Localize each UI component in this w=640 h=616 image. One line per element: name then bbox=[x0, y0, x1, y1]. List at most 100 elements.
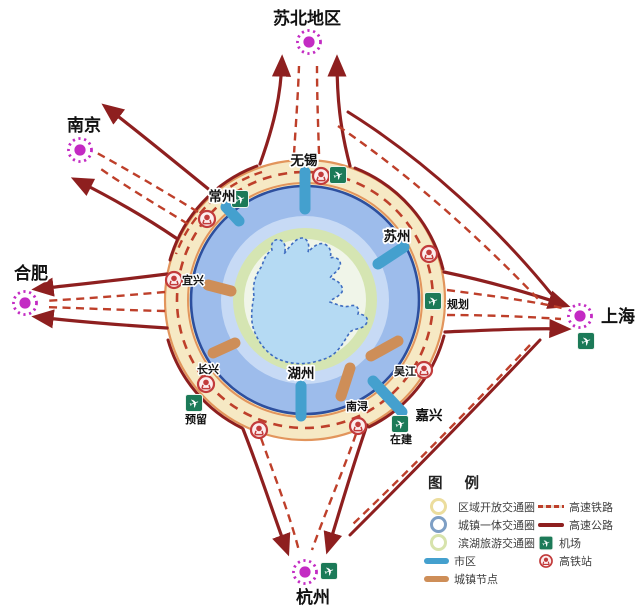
label-shanghai: 上海 bbox=[601, 306, 635, 326]
legend-item-label: 滨湖旅游交通圈 bbox=[458, 537, 535, 550]
station-icon-yixing bbox=[164, 270, 184, 290]
town-ring-swatch bbox=[430, 516, 447, 533]
town-node-bars bbox=[202, 279, 404, 402]
hub-node-shanghai bbox=[567, 303, 593, 329]
legend-item-label: 区域开放交通圈 bbox=[458, 501, 535, 514]
hsr-line-swatch bbox=[538, 505, 564, 508]
legend-item-town-ring: 城镇一体交通圈 bbox=[424, 516, 536, 533]
route-highway-arc-ne bbox=[353, 166, 445, 271]
taihu-lake bbox=[250, 237, 369, 365]
legend-item-district: 市区 bbox=[424, 554, 536, 568]
legend-title: 图 例 bbox=[428, 476, 489, 492]
legend-item-town-node: 城镇节点 bbox=[424, 572, 536, 586]
airport-icon-reserved bbox=[185, 394, 203, 413]
airport-icon-under-construction bbox=[391, 415, 409, 434]
hub-node-subei bbox=[296, 29, 322, 55]
airport-icon-planned bbox=[424, 292, 442, 311]
route-highway-west-upper bbox=[31, 272, 169, 297]
route-highway-nw-upper bbox=[101, 103, 214, 194]
route-hsr-west-lower bbox=[43, 305, 166, 313]
district-bar-swatch bbox=[424, 557, 449, 564]
label-wujiang: 吴江 bbox=[394, 364, 416, 378]
hub-node-nanjing bbox=[67, 137, 93, 163]
legend-item-airport: 机场 bbox=[538, 535, 638, 551]
airport-icon bbox=[538, 535, 554, 551]
route-hsr-north-right bbox=[315, 65, 321, 155]
route-hsr-nw-lower bbox=[97, 166, 189, 226]
route-highway-nw-lower bbox=[70, 177, 178, 240]
district-bars bbox=[220, 166, 410, 422]
ring-system bbox=[163, 158, 447, 442]
hub-node-hangzhou bbox=[292, 559, 318, 585]
town-bar-nanxun bbox=[335, 362, 356, 402]
station-icon-changzhou bbox=[197, 209, 217, 229]
route-hsr-nw-upper bbox=[96, 151, 199, 214]
route-highway-west-lower bbox=[31, 309, 169, 330]
hsr-routes bbox=[43, 65, 563, 552]
airport-icon-shanghai bbox=[577, 332, 595, 351]
legend-item-station: 高铁站 bbox=[538, 553, 638, 569]
route-hsr-sweep-br bbox=[351, 344, 531, 526]
station-icon-wuxi bbox=[311, 166, 331, 186]
highway-routes bbox=[31, 54, 572, 557]
town-bar-changxing bbox=[207, 337, 241, 359]
route-highway-south-right bbox=[323, 423, 369, 555]
label-suzhou: 苏州 bbox=[384, 228, 411, 244]
route-highway-arc-nw bbox=[168, 164, 259, 262]
airport-icon-wuxi bbox=[329, 166, 347, 185]
route-highway-sweep-tr bbox=[346, 110, 555, 298]
legend-item-label: 高铁站 bbox=[559, 555, 592, 568]
route-hsr-east-lower bbox=[446, 313, 562, 321]
lakeside-ring-swatch bbox=[430, 534, 447, 551]
route-highway-north-right bbox=[327, 54, 352, 168]
route-highway-sweep-br bbox=[348, 338, 542, 537]
route-highway-north-left bbox=[258, 54, 292, 166]
legend-item-regional-ring: 区域开放交通圈 bbox=[424, 498, 536, 515]
route-hsr-south-left bbox=[259, 437, 301, 552]
legend-item-highway: 高速公路 bbox=[538, 518, 638, 532]
label-nanjing: 南京 bbox=[67, 115, 101, 135]
legend-item-label: 高速公路 bbox=[569, 519, 613, 532]
airport-icon-hangzhou bbox=[320, 562, 338, 581]
label-huzhou: 湖州 bbox=[288, 366, 315, 381]
route-hsr-arc-nw bbox=[174, 170, 263, 255]
legend-item-label: 城镇一体交通圈 bbox=[458, 519, 535, 532]
legend-item-label: 市区 bbox=[454, 555, 476, 568]
legend-item-label: 高速铁路 bbox=[569, 501, 613, 514]
label-jiaxing: 嘉兴 bbox=[415, 407, 443, 423]
route-hsr-north-left bbox=[292, 65, 301, 155]
hub-node-hefei bbox=[12, 290, 38, 316]
route-hsr-south-right bbox=[310, 433, 358, 551]
highway-line-swatch bbox=[538, 522, 564, 527]
station-icon-suzhou bbox=[419, 244, 439, 264]
district-bar-changzhou bbox=[220, 201, 245, 227]
station-icon-changxing bbox=[196, 374, 216, 394]
label-subei: 苏北地区 bbox=[273, 8, 341, 28]
route-hsr-west-upper bbox=[43, 290, 166, 303]
route-highway-arc-se bbox=[367, 334, 446, 429]
route-highway-south-left bbox=[241, 427, 291, 557]
label-airport-under-construction: 在建 bbox=[390, 432, 413, 446]
regional-ring-swatch bbox=[430, 498, 447, 515]
label-changzhou: 常州 bbox=[209, 188, 236, 204]
label-nanxun: 南浔 bbox=[346, 399, 368, 413]
label-airport-planned: 规划 bbox=[447, 297, 469, 311]
legend-item-label: 机场 bbox=[559, 537, 581, 550]
legend: 图 例 区域开放交通圈 城镇一体交通圈 滨湖旅游交通圈 市区 城镇节点 bbox=[424, 472, 638, 586]
label-wuxi: 无锡 bbox=[290, 152, 318, 168]
label-hangzhou: 杭州 bbox=[296, 587, 330, 607]
route-highway-east-upper bbox=[442, 270, 571, 309]
town-bar-wujiang bbox=[365, 335, 404, 362]
label-airport-reserved: 预留 bbox=[185, 412, 207, 426]
station-icon-south-west bbox=[249, 420, 269, 440]
route-highway-arc-sw bbox=[166, 338, 244, 430]
town-bar-yixing bbox=[202, 279, 237, 297]
hsr-station-icon bbox=[538, 553, 554, 569]
legend-item-label: 城镇节点 bbox=[454, 573, 498, 586]
town-node-bar-swatch bbox=[424, 575, 449, 582]
district-bar-jiaxing bbox=[367, 375, 408, 418]
labels: 苏北地区 南京 合肥 上海 杭州 常州 无锡 苏州 湖州 嘉兴 宜兴 长兴 南浔… bbox=[12, 6, 637, 609]
label-yixing: 宜兴 bbox=[182, 273, 204, 287]
